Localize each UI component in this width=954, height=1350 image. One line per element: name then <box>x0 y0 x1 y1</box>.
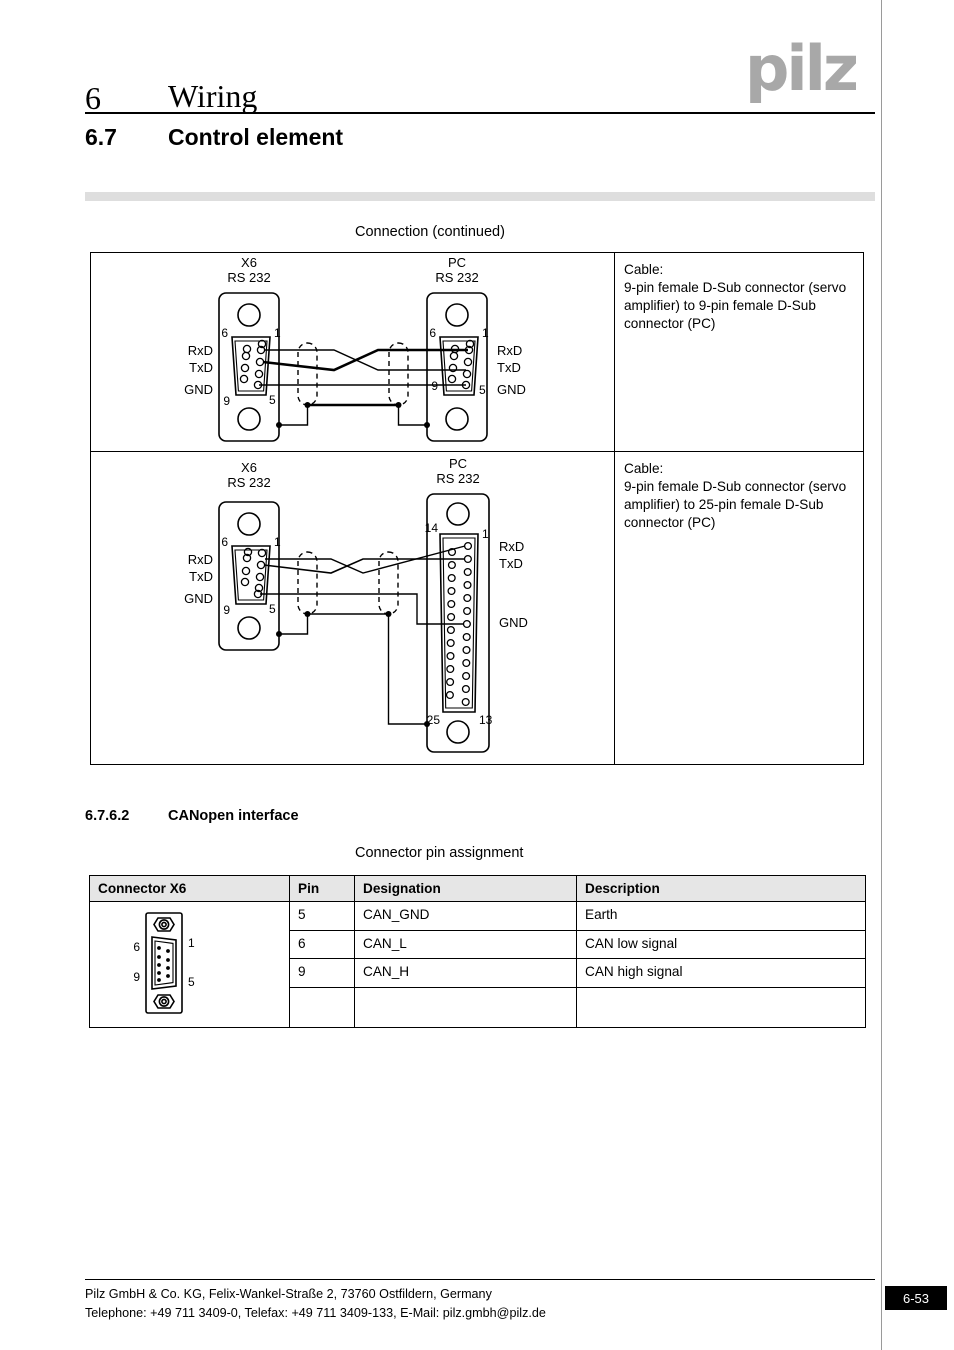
dsub-9-female-vertical-icon: 6 1 9 5 <box>133 912 195 1014</box>
connector-x6-graphic-cell: 6 1 9 5 <box>89 901 290 1028</box>
right-signal-gnd: GND <box>497 382 526 397</box>
right-pinlabel-1: 1 <box>482 527 489 541</box>
left-pinlabel-5: 5 <box>269 602 276 616</box>
diagram-cell-9to9: X6 RS 232 PC RS 232 RxD TxD GND RxD TxD … <box>91 253 615 451</box>
chapter-title: Wiring <box>168 78 258 114</box>
connection-caption: Connection (continued) <box>355 224 505 240</box>
cell-description <box>576 987 866 1028</box>
left-connector-title-line1: X6 <box>241 255 257 270</box>
footer-line-2: Telephone: +49 711 3409-0, Telefax: +49 … <box>85 1305 546 1320</box>
table-header-row: Connector X6 Pin Designation Description <box>89 875 866 902</box>
left-pinlabel-9: 9 <box>223 394 230 408</box>
right-connector-title-line2: RS 232 <box>436 471 479 486</box>
right-signal-txd: TxD <box>497 360 521 375</box>
cell-pin: 9 <box>289 958 355 989</box>
right-connector-title-line1: PC <box>449 456 467 471</box>
subsection-title: CANopen interface <box>168 808 299 824</box>
cell-designation: CAN_GND <box>354 901 577 931</box>
right-connector-title-line2: RS 232 <box>435 270 478 285</box>
right-pinlabel-25: 25 <box>427 713 441 727</box>
cell-pin: 6 <box>289 929 355 960</box>
section-title: Control element <box>168 124 344 150</box>
cell-description: Earth <box>576 901 866 931</box>
diagram-description-9to9: Cable: 9-pin female D-Sub connector (ser… <box>624 262 847 331</box>
column-header-connector: Connector X6 <box>89 875 290 902</box>
left-pinlabel-5: 5 <box>269 393 276 407</box>
right-signal-gnd: GND <box>499 615 528 630</box>
right-pinlabel-5: 5 <box>479 383 486 397</box>
section-number: 6.7 <box>85 124 117 150</box>
header-divider <box>85 112 875 114</box>
footer-divider <box>85 1279 875 1281</box>
right-pinlabel-13: 13 <box>479 713 493 727</box>
connection-diagram-table: X6 RS 232 PC RS 232 RxD TxD GND RxD TxD … <box>90 252 864 765</box>
table-row-empty <box>90 987 866 1028</box>
left-connector-title-line2: RS 232 <box>227 475 270 490</box>
left-signal-gnd: GND <box>184 382 213 397</box>
connector-label-6: 6 <box>133 940 140 954</box>
left-signal-txd: TxD <box>189 569 213 584</box>
diagram-description-9to25: Cable: 9-pin female D-Sub connector (ser… <box>624 461 847 530</box>
diagram-cell-9to25: X6 RS 232 PC RS 232 RxD TxD GND RxD TxD … <box>91 452 615 764</box>
column-header-description: Description <box>576 875 866 902</box>
table-row: 9 CAN_H CAN high signal <box>90 958 866 989</box>
footer-address: Pilz GmbH & Co. KG, Felix-Wankel-Straße … <box>85 1285 546 1323</box>
right-pinlabel-6: 6 <box>429 326 436 340</box>
left-pinlabel-9: 9 <box>223 603 230 617</box>
pin-assignment-caption: Connector pin assignment <box>355 845 524 861</box>
table-row: X6 RS 232 PC RS 232 RxD TxD GND RxD TxD … <box>91 253 863 452</box>
connector-label-9: 9 <box>133 970 140 984</box>
cell-designation: CAN_L <box>354 929 577 960</box>
cell-designation: CAN_H <box>354 958 577 989</box>
footer-line-1: Pilz GmbH & Co. KG, Felix-Wankel-Straße … <box>85 1287 492 1301</box>
left-connector-title-line1: X6 <box>241 460 257 475</box>
left-signal-rxd: RxD <box>188 552 213 567</box>
section-heading: 6.7 Control element <box>85 124 875 158</box>
cell-pin: 5 <box>289 901 355 931</box>
wiring-diagram-9pin-to-9pin: X6 RS 232 PC RS 232 RxD TxD GND RxD TxD … <box>184 255 526 442</box>
column-header-pin: Pin <box>289 875 355 902</box>
right-signal-rxd: RxD <box>497 343 522 358</box>
left-signal-gnd: GND <box>184 591 213 606</box>
cell-designation <box>354 987 577 1028</box>
table-row: X6 RS 232 PC RS 232 RxD TxD GND RxD TxD … <box>91 452 863 764</box>
right-pinlabel-14: 14 <box>425 521 439 535</box>
canopen-pin-table: Connector X6 Pin Designation Description <box>89 875 866 1028</box>
left-signal-txd: TxD <box>189 360 213 375</box>
section-accent-bar <box>85 192 875 201</box>
pilz-logo: pilz <box>745 32 859 105</box>
right-signal-rxd: RxD <box>499 539 524 554</box>
left-pinlabel-1: 1 <box>274 535 281 549</box>
chapter-number: 6 <box>85 80 101 116</box>
table-row: 6 CAN_L CAN low signal <box>90 929 866 960</box>
connector-label-5: 5 <box>188 975 195 989</box>
column-header-designation: Designation <box>354 875 577 902</box>
cell-pin <box>289 987 355 1028</box>
right-signal-txd: TxD <box>499 556 523 571</box>
right-pinlabel-1: 1 <box>482 326 489 340</box>
connector-label-1: 1 <box>188 936 195 950</box>
left-signal-rxd: RxD <box>188 343 213 358</box>
cell-description: CAN low signal <box>576 929 866 960</box>
table-row: 6 1 9 5 5 CAN_GND Earth <box>89 901 866 1028</box>
wiring-diagram-9pin-to-25pin: X6 RS 232 PC RS 232 RxD TxD GND RxD TxD … <box>184 456 528 753</box>
cell-description: CAN high signal <box>576 958 866 989</box>
left-pinlabel-6: 6 <box>221 326 228 340</box>
page-vertical-rule <box>881 0 882 1350</box>
right-connector-title-line1: PC <box>448 255 466 270</box>
left-connector-title-line2: RS 232 <box>227 270 270 285</box>
left-pinlabel-6: 6 <box>221 535 228 549</box>
page-header: 6 Wiring pilz <box>85 38 875 116</box>
page-number-badge: 6-53 <box>885 1286 947 1310</box>
left-pinlabel-1: 1 <box>274 326 281 340</box>
subsection-number: 6.7.6.2 <box>85 808 130 824</box>
right-pinlabel-9: 9 <box>431 379 438 393</box>
